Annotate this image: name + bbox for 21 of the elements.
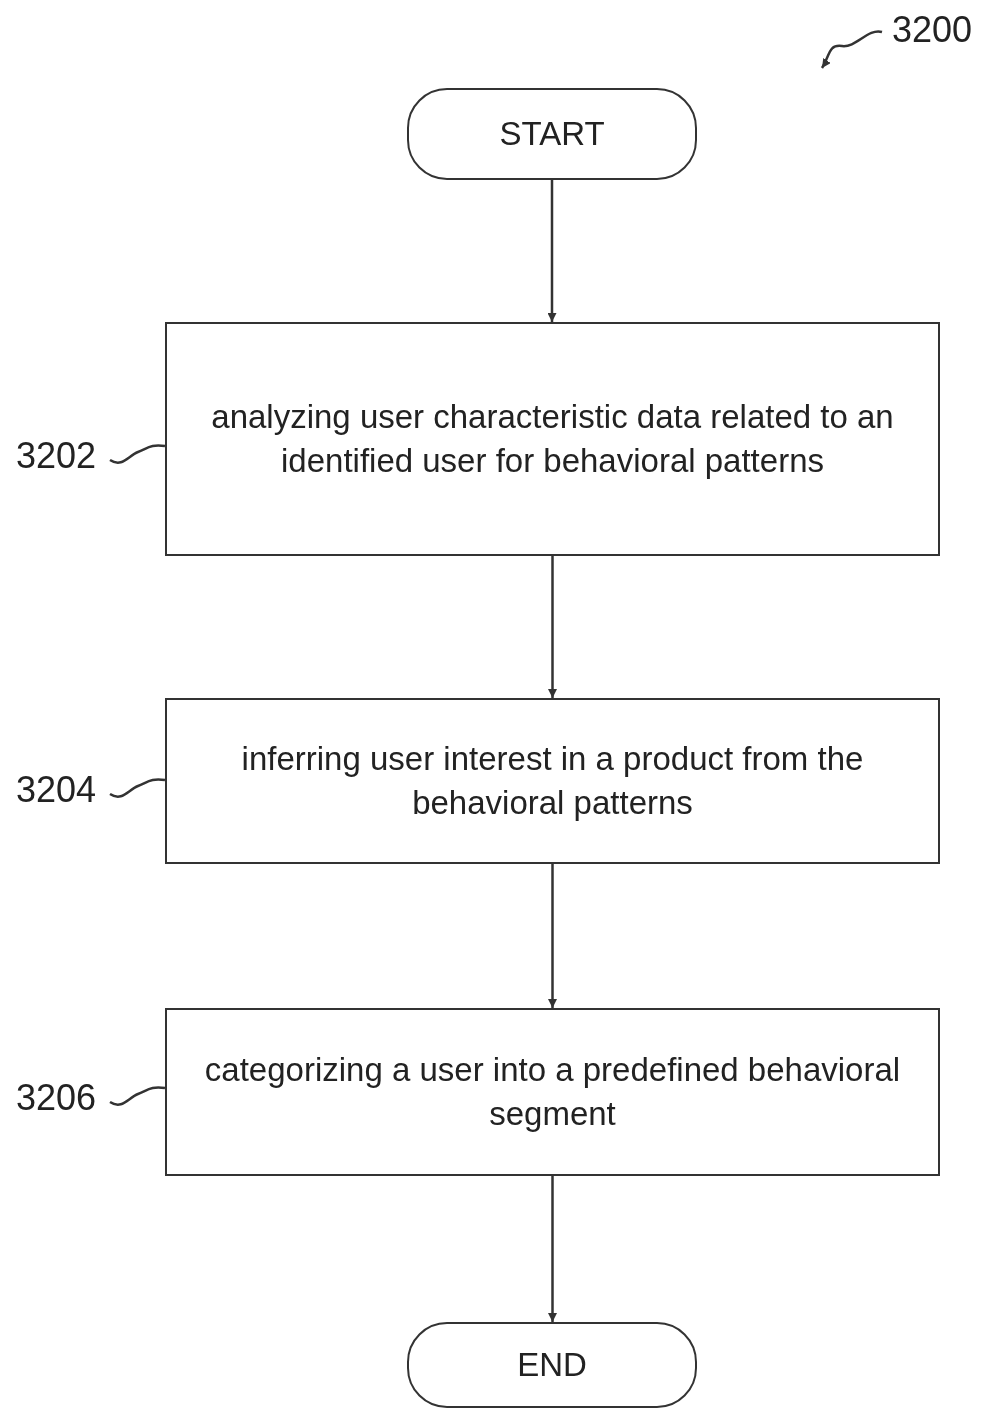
reference-number: 3200 [891,9,973,51]
step-text: analyzing user characteristic data related to an identified user for behavioral patterns [210,397,895,481]
leader-line [109,1086,166,1106]
arrow [548,864,557,1008]
reference-number: 3206 [15,1077,97,1119]
process-box [165,322,940,556]
step-text: inferring user interest in a product from the behavioral patterns [240,739,865,823]
reference-number: 3204 [15,769,97,811]
process-box [165,698,940,864]
leader-line [109,778,166,798]
terminal-label: START [499,114,605,154]
process-box [165,1008,940,1176]
arrow [547,180,557,322]
step-text: categorizing a user into a predefined behavioral segment [203,1050,902,1134]
leader-line [109,444,166,464]
terminal-label: END [517,1345,587,1385]
start-terminal [407,88,697,180]
arrow [548,1176,557,1322]
arrow [548,556,557,698]
leader-line [820,30,883,69]
reference-number: 3202 [15,435,97,477]
